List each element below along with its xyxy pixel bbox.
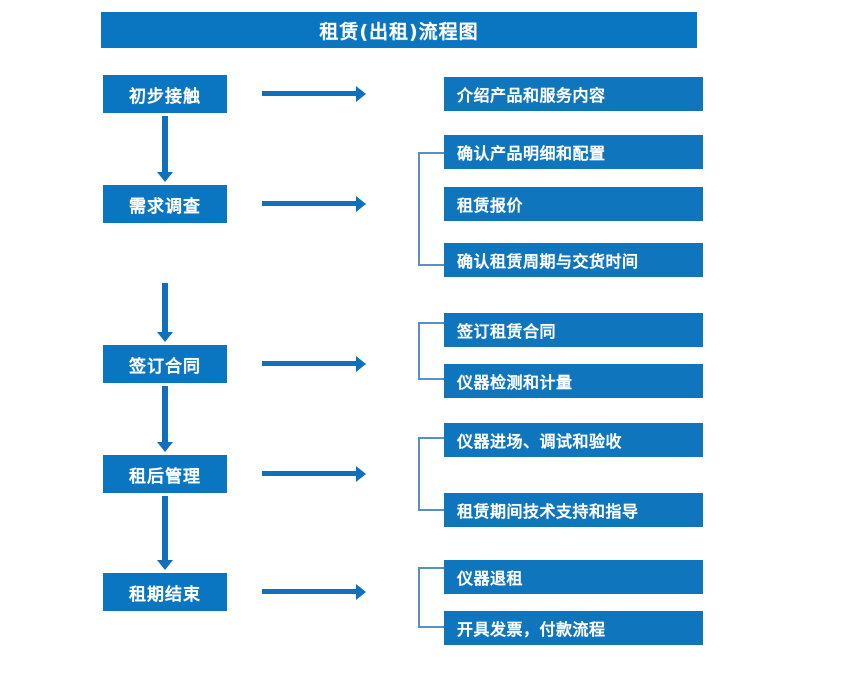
detail-box-3-2[interactable]: 仪器检测和计量 bbox=[444, 364, 703, 398]
page-title: 租赁(出租)流程图 bbox=[101, 12, 697, 48]
right-arrow-icon-2 bbox=[262, 196, 366, 212]
down-arrow-icon-2 bbox=[155, 283, 175, 342]
right-arrow-icon-5 bbox=[262, 584, 366, 600]
stage-box-1[interactable]: 初步接触 bbox=[103, 75, 227, 113]
arrow-shaft bbox=[262, 361, 357, 366]
detail-box-4-1[interactable]: 仪器进场、调试和验收 bbox=[444, 423, 703, 457]
arrow-shaft bbox=[162, 283, 168, 333]
arrow-head bbox=[356, 356, 366, 372]
group-bracket-2 bbox=[418, 152, 444, 266]
arrow-head bbox=[356, 86, 366, 102]
right-arrow-icon-3 bbox=[262, 356, 366, 372]
arrow-shaft bbox=[262, 201, 357, 206]
arrow-head bbox=[356, 466, 366, 482]
detail-box-2-3[interactable]: 确认租赁周期与交货时间 bbox=[444, 243, 703, 277]
arrow-shaft bbox=[262, 471, 357, 476]
arrow-shaft bbox=[162, 386, 168, 443]
arrow-shaft bbox=[162, 116, 168, 173]
down-arrow-icon-3 bbox=[155, 386, 175, 452]
stage-box-5[interactable]: 租期结束 bbox=[103, 573, 227, 611]
detail-box-2-2[interactable]: 租赁报价 bbox=[444, 187, 703, 221]
arrow-shaft bbox=[262, 91, 357, 96]
detail-box-3-1[interactable]: 签订租赁合同 bbox=[444, 313, 703, 347]
arrow-head bbox=[157, 332, 173, 342]
arrow-shaft bbox=[162, 496, 168, 561]
stage-box-2[interactable]: 需求调查 bbox=[103, 185, 227, 223]
detail-box-2-1[interactable]: 确认产品明细和配置 bbox=[444, 135, 703, 169]
arrow-head bbox=[157, 172, 173, 182]
group-bracket-4 bbox=[418, 437, 444, 511]
down-arrow-icon-4 bbox=[155, 496, 175, 570]
stage-box-4[interactable]: 租后管理 bbox=[103, 455, 227, 493]
detail-box-5-2[interactable]: 开具发票，付款流程 bbox=[444, 611, 703, 645]
arrow-head bbox=[356, 196, 366, 212]
arrow-head bbox=[157, 442, 173, 452]
arrow-shaft bbox=[262, 589, 357, 594]
down-arrow-icon-1 bbox=[155, 116, 175, 182]
detail-box-1-1[interactable]: 介绍产品和服务内容 bbox=[444, 77, 703, 111]
group-bracket-5 bbox=[418, 567, 444, 628]
right-arrow-icon-4 bbox=[262, 466, 366, 482]
arrow-head bbox=[356, 584, 366, 600]
arrow-head bbox=[157, 560, 173, 570]
right-arrow-icon-1 bbox=[262, 86, 366, 102]
detail-box-5-1[interactable]: 仪器退租 bbox=[444, 560, 703, 594]
detail-box-4-2[interactable]: 租赁期间技术支持和指导 bbox=[444, 493, 703, 527]
group-bracket-3 bbox=[418, 322, 444, 380]
stage-box-3[interactable]: 签订合同 bbox=[103, 345, 227, 383]
